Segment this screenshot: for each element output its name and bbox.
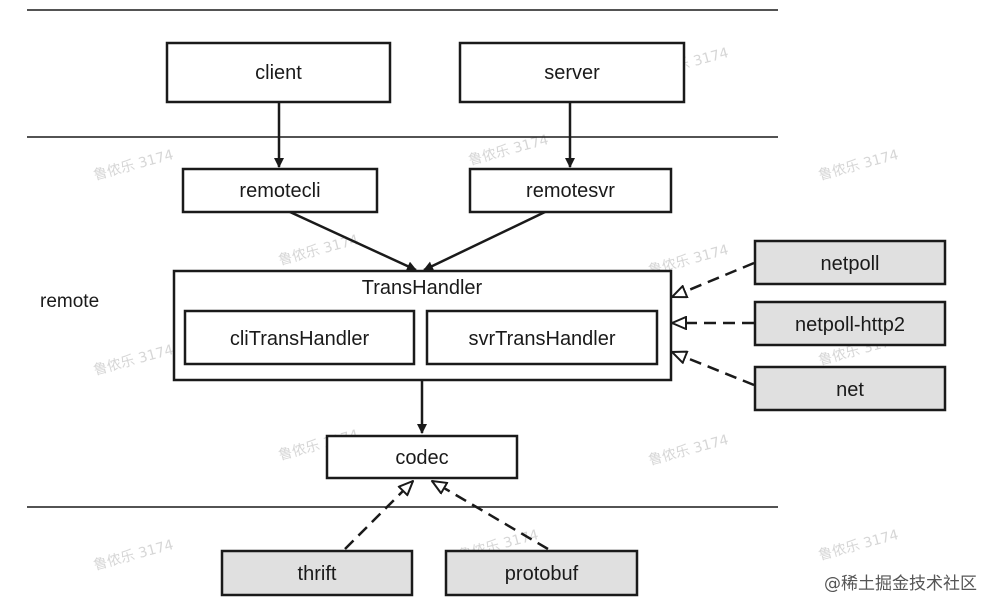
- node-clitranshandler-box: [183, 309, 416, 366]
- node-remotesvr: remotesvr: [468, 167, 673, 214]
- node-protobuf-label: protobuf: [505, 563, 579, 585]
- node-netpoll-box: [753, 239, 947, 286]
- remote-layer-label: remote: [40, 291, 99, 312]
- node-server: server: [458, 41, 686, 104]
- node-transhandler-label: TransHandler: [362, 277, 483, 299]
- node-thrift: thrift: [220, 549, 414, 597]
- watermark-text: 鲁侬乐 3174: [647, 432, 731, 469]
- edge-remotesvr-to-transhandler: [423, 210, 546, 272]
- node-net-label: net: [836, 379, 864, 401]
- node-netpoll: netpoll: [753, 239, 947, 286]
- node-client: client: [165, 41, 392, 104]
- node-codec: codec: [325, 434, 519, 480]
- node-net: net: [753, 365, 947, 412]
- node-netpoll-http2-label: netpoll-http2: [795, 314, 905, 336]
- node-svrtranshandler: svrTransHandler: [425, 309, 659, 366]
- node-protobuf-box: [444, 549, 639, 597]
- node-svrtranshandler-label: svrTransHandler: [468, 328, 615, 350]
- node-server-box: [458, 41, 686, 104]
- watermark-text: 鲁侬乐 3174: [92, 537, 176, 574]
- node-netpoll-http2: netpoll-http2: [753, 300, 947, 347]
- edge-netpoll-implements-transhandler: [672, 261, 755, 297]
- edge-net-implements-transhandler: [672, 352, 755, 387]
- node-thrift-box: [220, 549, 414, 597]
- node-clitranshandler-label: cliTransHandler: [230, 328, 370, 350]
- node-svrtranshandler-box: [425, 309, 659, 366]
- edges: [274, 103, 755, 551]
- node-codec-box: [325, 434, 519, 480]
- node-protobuf: protobuf: [444, 549, 639, 597]
- node-remotecli: remotecli: [181, 167, 379, 214]
- node-remotecli-label: remotecli: [239, 180, 320, 202]
- node-client-box: [165, 41, 392, 104]
- node-netpoll-label: netpoll: [821, 253, 880, 275]
- node-netpoll-http2-box: [753, 300, 947, 347]
- edge-protobuf-implements-codec: [432, 481, 549, 551]
- watermark-text: 鲁侬乐 3174: [92, 147, 176, 184]
- edge-thrift-implements-codec: [344, 481, 413, 550]
- watermark-text: 鲁侬乐 3174: [817, 147, 901, 184]
- watermark-text: 鲁侬乐 3174: [92, 342, 176, 379]
- node-codec-label: codec: [395, 447, 448, 469]
- node-remotesvr-box: [468, 167, 673, 214]
- edge-remotecli-to-transhandler: [289, 210, 417, 272]
- node-clitranshandler: cliTransHandler: [183, 309, 416, 366]
- node-remotecli-box: [181, 167, 379, 214]
- node-net-box: [753, 365, 947, 412]
- watermark-text: 鲁侬乐 3174: [817, 527, 901, 564]
- source-credit: @稀土掘金技术社区: [824, 574, 977, 594]
- node-server-label: server: [544, 62, 600, 84]
- node-thrift-label: thrift: [298, 563, 337, 585]
- node-remotesvr-label: remotesvr: [526, 180, 615, 202]
- node-client-label: client: [255, 62, 302, 84]
